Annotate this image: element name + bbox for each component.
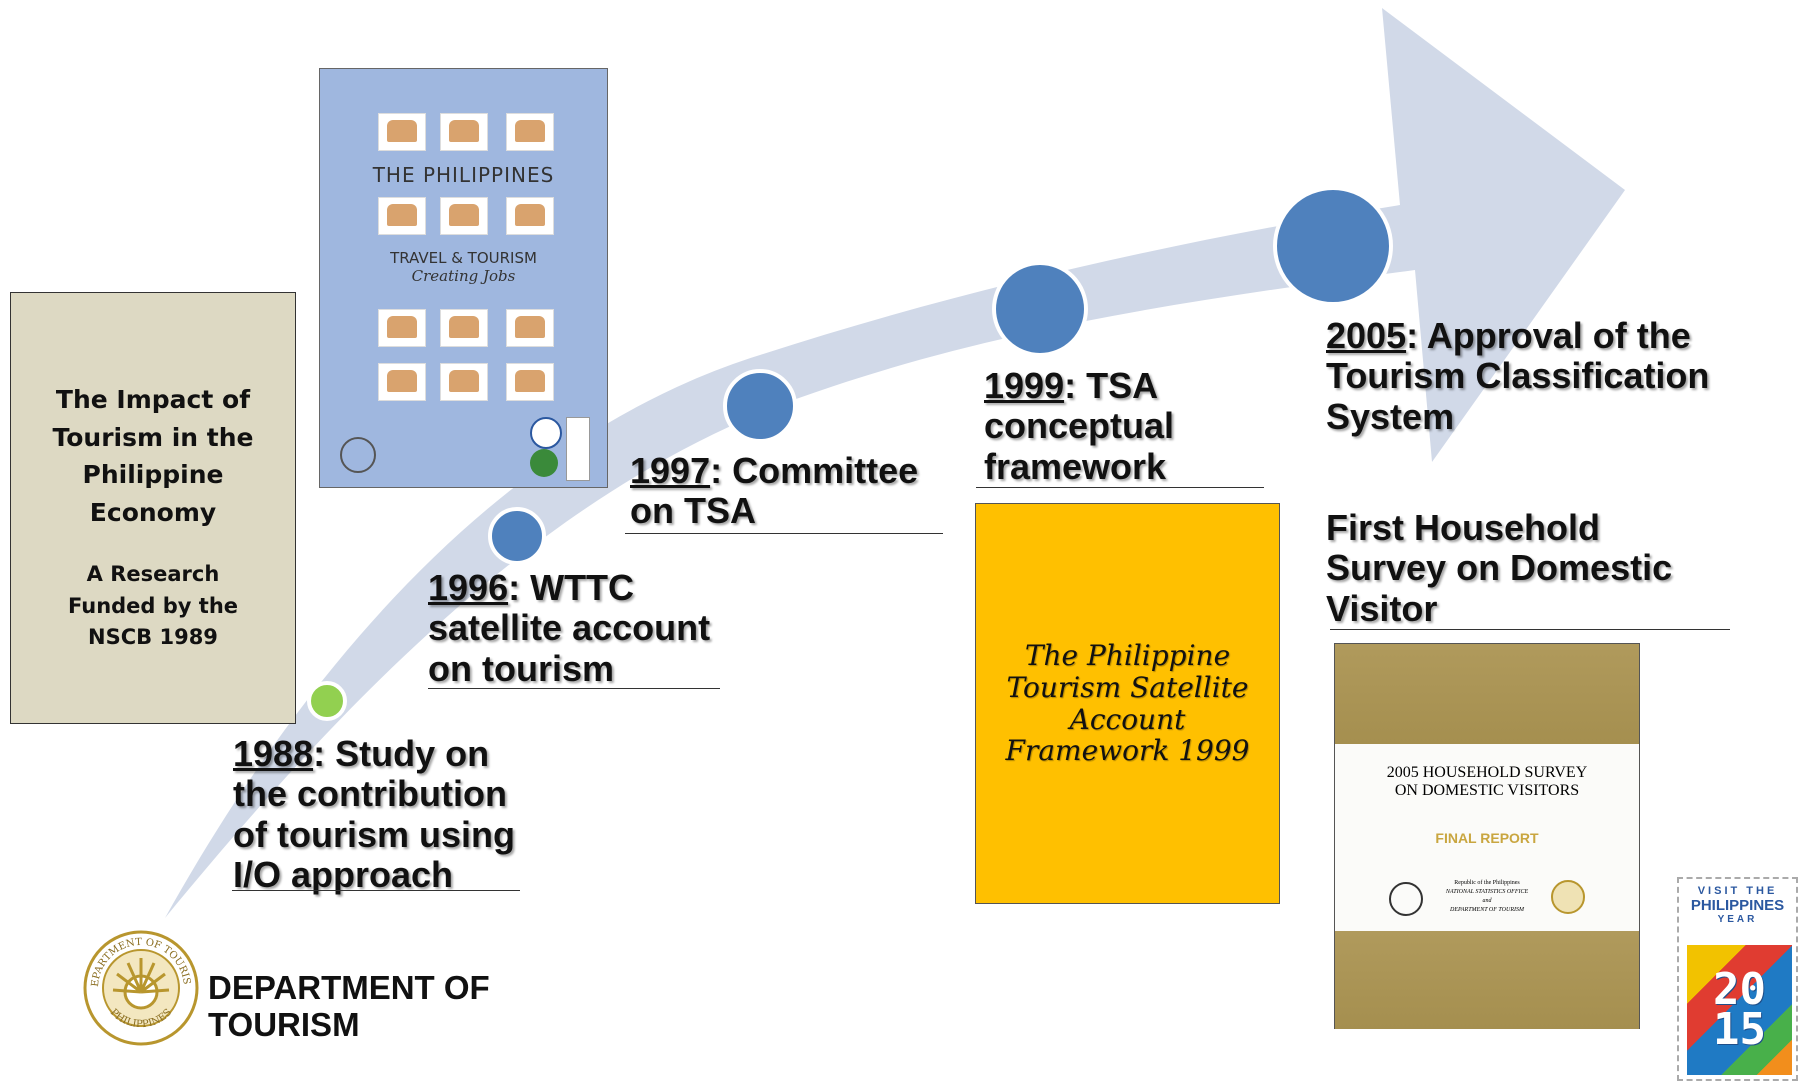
stamp-year: 2015 [1713, 964, 1766, 1055]
wttc-logo-icon [530, 417, 562, 449]
milestone-text: : Study on the contribution of tourism u… [233, 733, 515, 895]
milestone-1988: 1988: Study on the contribution of touri… [233, 733, 533, 895]
stamp-art: 2015 [1687, 945, 1792, 1075]
impact-research-box: The Impact of Tourism in the Philippine … [10, 292, 296, 724]
impact-box-subtitle: A Research Funded by the NSCB 1989 [67, 562, 239, 649]
report-title-line1: 2005 HOUSEHOLD SURVEY [1386, 764, 1588, 781]
wttc-cover-line2: Creating Jobs [411, 267, 516, 285]
thumbnail-image [440, 113, 488, 151]
milestone-year: 1988 [233, 733, 314, 774]
milestone-dot-1996 [488, 507, 546, 565]
thumbnail-image [506, 113, 554, 151]
thumbnail-image [506, 309, 554, 347]
milestone-text: : TSA conceptual framework [984, 365, 1175, 487]
milestone-1999: 1999: TSA conceptual framework [984, 365, 1214, 487]
milestone-text: : Approval of the Tourism Classification… [1326, 315, 1710, 437]
cover-band-bottom [1335, 931, 1639, 1029]
department-seal-icon: DEPARTMENT OF TOURISM PHILIPPINES [80, 930, 199, 1046]
milestone-underline [428, 688, 720, 689]
wttc-badge-icon [566, 417, 590, 481]
milestone-year: 2005 [1326, 315, 1407, 356]
visit-philippines-stamp: VISIT THE PHILIPPINES YEAR 2015 [1677, 877, 1798, 1081]
department-name: DEPARTMENT OF TOURISM [208, 969, 490, 1043]
publisher-line3: and [1482, 898, 1492, 904]
thumbnail-image [506, 197, 554, 235]
milestone-dot-2005 [1273, 186, 1393, 306]
milestone-year: 1997 [630, 450, 711, 491]
milestone-dot-1999 [992, 261, 1088, 357]
thumbnail-image [440, 363, 488, 401]
thumbnail-image [378, 197, 426, 235]
seal-icon [340, 437, 376, 473]
milestone-text: : WTTC satellite account on tourism [428, 567, 711, 689]
thumbnail-image [378, 309, 426, 347]
thumbnail-image [440, 197, 488, 235]
household-survey-underline [1330, 629, 1730, 630]
milestone-1996: 1996: WTTC satellite account on tourism [428, 567, 738, 689]
milestone-underline [625, 533, 943, 534]
survey-report-cover: 2005 HOUSEHOLD SURVEY ON DOMESTIC VISITO… [1334, 643, 1640, 1029]
milestone-year: 1996 [428, 567, 509, 608]
milestone-dot-1997 [723, 369, 797, 443]
stamp-line2: PHILIPPINES [1690, 897, 1785, 914]
thumbnail-image [506, 363, 554, 401]
wttc-cover-title: THE PHILIPPINES [372, 163, 555, 187]
report-subtitle: FINAL REPORT [1435, 830, 1539, 846]
stamp-line3: YEAR [1717, 914, 1758, 925]
milestone-2005: 2005: Approval of the Tourism Classifica… [1326, 315, 1746, 437]
publisher-line2: NATIONAL STATISTICS OFFICE [1445, 889, 1529, 895]
milestone-1997: 1997: Committee on TSA [630, 450, 950, 532]
cover-band-top [1335, 644, 1639, 744]
tsa-framework-box: The Philippine Tourism Satellite Account… [975, 503, 1280, 904]
stamp-line1: VISIT THE [1697, 885, 1778, 897]
thumbnail-image [378, 113, 426, 151]
wttc-cover-line1: TRAVEL & TOURISM [390, 249, 537, 267]
report-title-line2: ON DOMESTIC VISITORS [1394, 782, 1580, 799]
dot-seal-icon [1551, 880, 1585, 914]
household-survey-label: First Household Survey on Domestic Visit… [1326, 507, 1673, 629]
thumbnail-image [440, 309, 488, 347]
publisher-line4: DEPARTMENT OF TOURISM [1449, 907, 1524, 913]
milestone-dot-1988 [307, 681, 347, 721]
milestone-underline [232, 890, 520, 891]
wttc-logo-icon [530, 449, 558, 477]
publisher-line1: Republic of the Philippines [1454, 880, 1520, 886]
tsa-framework-text: The Philippine Tourism Satellite Account… [1005, 639, 1250, 768]
thumbnail-image [378, 363, 426, 401]
milestone-text: : Committee on TSA [630, 450, 919, 532]
wttc-report-cover: THE PHILIPPINES TRAVEL & TOURISM Creatin… [319, 68, 608, 488]
impact-box-title: The Impact of Tourism in the Philippine … [52, 385, 254, 527]
nso-seal-icon [1389, 882, 1423, 916]
milestone-year: 1999 [984, 365, 1065, 406]
milestone-underline [976, 487, 1264, 488]
